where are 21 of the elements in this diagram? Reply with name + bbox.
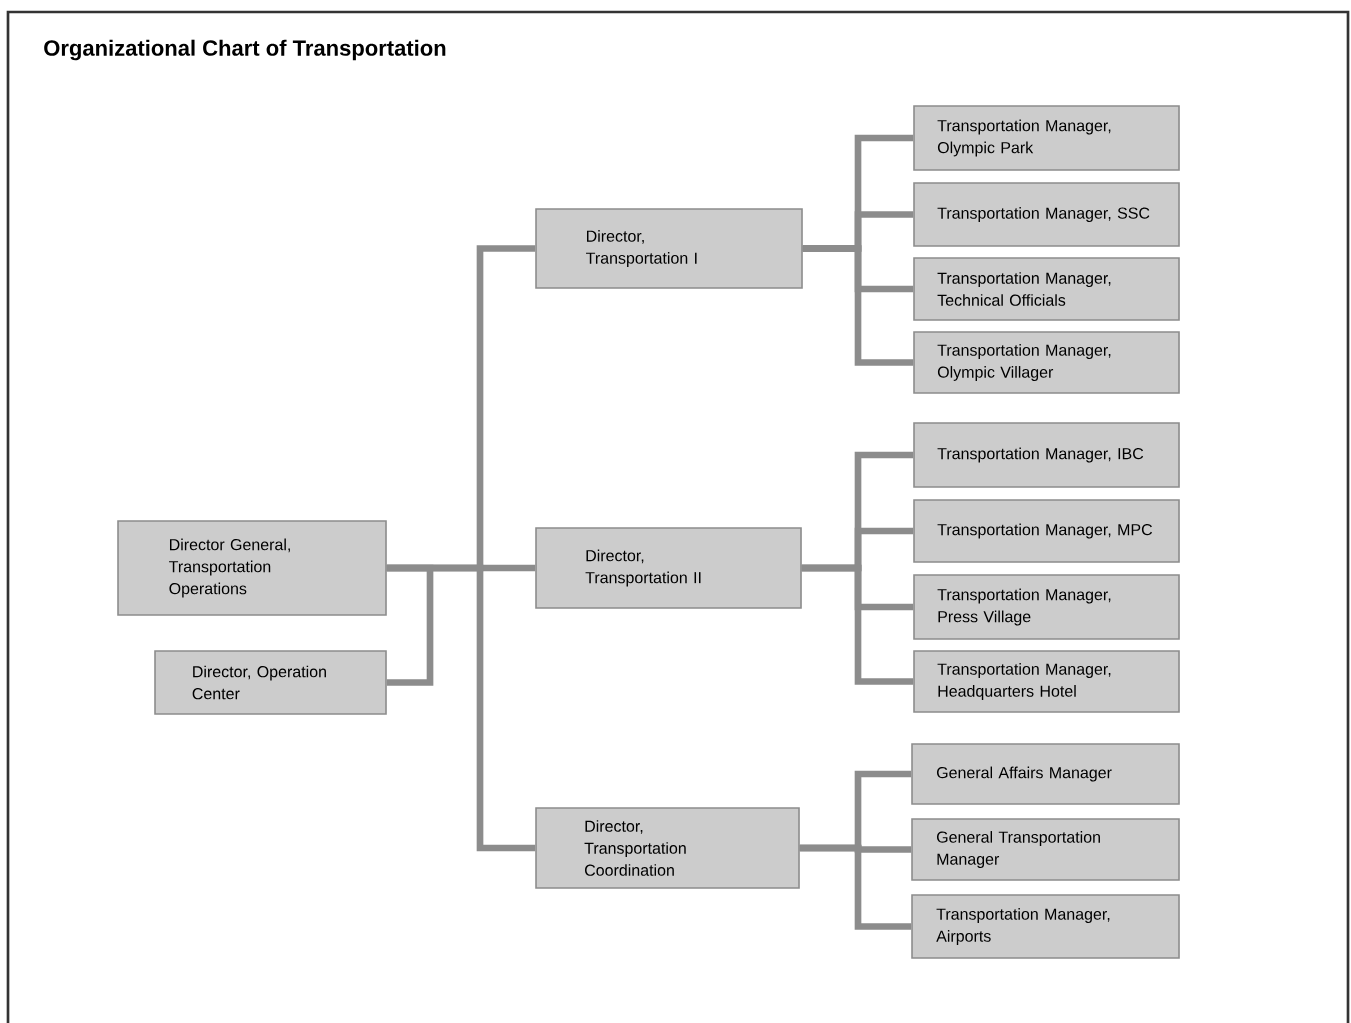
connector-line [801,564,914,685]
org-box: General Transportation Manager [911,818,1180,881]
org-box: Transportation Manager, Press Village [913,574,1180,640]
org-box: Director, Transportation Coordination [535,807,800,889]
org-box: Transportation Manager, Airports [911,894,1180,959]
org-box: Transportation Manager, Technical Officials [913,257,1180,321]
org-box: General Affairs Manager [911,743,1180,805]
connector-line [802,245,914,366]
org-box: Director, Transportation II [535,527,802,609]
org-box: Transportation Manager, Headquarters Hotel [913,650,1180,713]
org-box: Transportation Manager, Olympic Park [913,105,1180,171]
org-box: Director, Transportation I [535,208,803,289]
org-box: Transportation Manager, IBC [913,422,1180,488]
org-box: Transportation Manager, Olympic Villager [913,331,1180,394]
title: Organizational Chart of Transportation [44,39,446,61]
org-box: Director, Operation Center [154,650,387,715]
connector-line [799,844,912,930]
org-box: Transportation Manager, MPC [913,499,1180,563]
org-box: Director General, Transportation Operations [117,520,387,616]
connector-line [386,564,536,852]
org-box: Transportation Manager, SSC [913,182,1180,247]
